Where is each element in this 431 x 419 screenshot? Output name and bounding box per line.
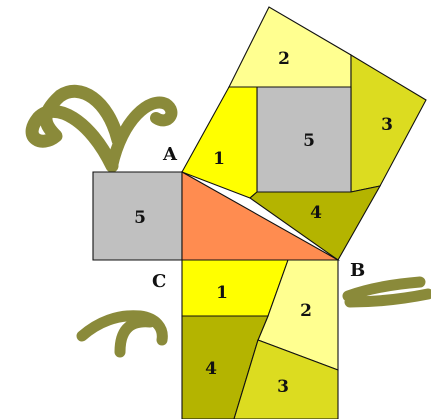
- decorative-swirls: [25, 84, 431, 358]
- bottom-label-1: 1: [216, 283, 228, 303]
- left-label-5: 5: [134, 208, 146, 228]
- bottom-piece-3: [233, 339, 339, 419]
- hyp-label-3: 3: [381, 115, 393, 135]
- hyp-label-5: 5: [303, 131, 315, 151]
- vertex-label-c: C: [152, 271, 166, 292]
- hyp-label-2: 2: [278, 49, 290, 69]
- swirl-top-middle: [106, 96, 178, 172]
- swirl-top-left: [25, 84, 125, 173]
- swirl-right: [342, 276, 431, 308]
- swirl-bottom-left: [76, 310, 168, 358]
- hypotenuse-square: [181, 6, 427, 261]
- vertex-label-a: A: [162, 144, 178, 165]
- hyp-label-1: 1: [213, 149, 225, 169]
- hyp-piece-4: [249, 185, 382, 261]
- bottom-label-2: 2: [300, 301, 312, 321]
- bottom-label-3: 3: [277, 377, 289, 397]
- hyp-label-4: 4: [310, 203, 322, 223]
- vertex-label-b: B: [350, 260, 365, 281]
- hyp-piece-2: [228, 6, 352, 88]
- bottom-square: [181, 259, 339, 419]
- bottom-label-4: 4: [205, 359, 217, 379]
- hyp-piece-1: [181, 86, 258, 199]
